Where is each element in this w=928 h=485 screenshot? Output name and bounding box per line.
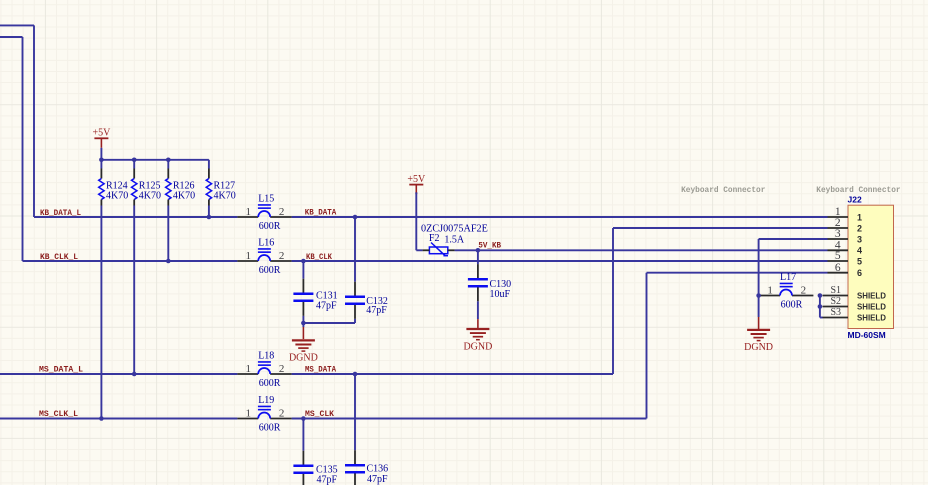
svg-text:1: 1 bbox=[246, 363, 252, 375]
svg-text:SHIELD: SHIELD bbox=[857, 303, 886, 312]
svg-text:5: 5 bbox=[857, 256, 862, 266]
svg-text:4K70: 4K70 bbox=[173, 190, 195, 201]
svg-text:1: 1 bbox=[835, 206, 841, 218]
svg-text:5V_KB: 5V_KB bbox=[478, 241, 501, 251]
svg-text:MS_CLK: MS_CLK bbox=[305, 409, 335, 419]
svg-text:2: 2 bbox=[279, 363, 285, 375]
svg-text:4: 4 bbox=[835, 240, 841, 252]
svg-text:L16: L16 bbox=[258, 238, 274, 249]
svg-text:2: 2 bbox=[857, 223, 862, 233]
svg-text:S1: S1 bbox=[831, 285, 842, 296]
svg-text:2: 2 bbox=[835, 217, 841, 229]
svg-text:S2: S2 bbox=[831, 296, 842, 307]
svg-text:R124: R124 bbox=[106, 181, 128, 192]
svg-text:47pF: 47pF bbox=[317, 475, 338, 485]
svg-text:600R: 600R bbox=[259, 265, 281, 276]
svg-text:SHIELD: SHIELD bbox=[857, 314, 886, 323]
svg-text:KB_CLK: KB_CLK bbox=[306, 252, 333, 262]
svg-text:C132: C132 bbox=[366, 296, 388, 307]
svg-text:4K70: 4K70 bbox=[106, 190, 128, 201]
svg-text:MS_DATA: MS_DATA bbox=[305, 364, 337, 374]
svg-text:R126: R126 bbox=[173, 181, 195, 192]
svg-text:C136: C136 bbox=[367, 463, 389, 474]
svg-text:2: 2 bbox=[279, 407, 285, 419]
svg-text:1: 1 bbox=[767, 284, 773, 296]
svg-text:L17: L17 bbox=[780, 272, 796, 283]
svg-text:10uF: 10uF bbox=[490, 289, 511, 300]
svg-text:MD-60SM: MD-60SM bbox=[848, 330, 886, 340]
svg-text:L19: L19 bbox=[258, 395, 274, 406]
svg-text:4K70: 4K70 bbox=[139, 190, 161, 201]
svg-text:MS_CLK_L: MS_CLK_L bbox=[39, 409, 78, 419]
svg-text:600R: 600R bbox=[259, 221, 281, 232]
svg-text:6: 6 bbox=[857, 268, 862, 278]
svg-text:4K70: 4K70 bbox=[214, 190, 236, 201]
svg-text:S3: S3 bbox=[831, 307, 842, 318]
svg-text:1: 1 bbox=[246, 407, 252, 419]
svg-text:C130: C130 bbox=[490, 279, 512, 290]
svg-text:KB_DATA_L: KB_DATA_L bbox=[40, 208, 81, 218]
svg-text:2: 2 bbox=[801, 284, 807, 296]
svg-text:MS_DATA_L: MS_DATA_L bbox=[39, 364, 83, 374]
svg-text:5: 5 bbox=[835, 250, 841, 262]
svg-text:R127: R127 bbox=[214, 181, 236, 192]
svg-text:600R: 600R bbox=[781, 300, 803, 311]
svg-text:Keyboard Connector: Keyboard Connector bbox=[681, 186, 765, 195]
svg-text:1: 1 bbox=[857, 212, 862, 222]
svg-text:47pF: 47pF bbox=[316, 301, 337, 312]
svg-text:3: 3 bbox=[857, 234, 862, 244]
svg-text:C131: C131 bbox=[316, 290, 338, 301]
svg-text:DGND: DGND bbox=[744, 342, 773, 353]
svg-text:600R: 600R bbox=[259, 423, 281, 434]
svg-text:L15: L15 bbox=[258, 194, 274, 205]
svg-text:L18: L18 bbox=[258, 351, 274, 362]
svg-text:2: 2 bbox=[279, 206, 285, 218]
svg-text:2: 2 bbox=[279, 250, 285, 262]
svg-text:6: 6 bbox=[835, 262, 841, 274]
svg-text:4: 4 bbox=[857, 246, 862, 256]
svg-text:+5V: +5V bbox=[407, 174, 426, 185]
svg-text:Keyboard Connector: Keyboard Connector bbox=[816, 186, 900, 195]
svg-text:47pF: 47pF bbox=[367, 474, 388, 485]
svg-text:F2: F2 bbox=[429, 233, 440, 244]
svg-text:DGND: DGND bbox=[289, 353, 318, 364]
svg-text:3: 3 bbox=[835, 228, 841, 240]
svg-text:KB_DATA: KB_DATA bbox=[305, 208, 337, 218]
svg-text:1: 1 bbox=[246, 250, 252, 262]
svg-text:C135: C135 bbox=[316, 465, 338, 476]
svg-text:SHIELD: SHIELD bbox=[857, 292, 886, 301]
svg-text:R125: R125 bbox=[139, 181, 161, 192]
svg-text:600R: 600R bbox=[259, 378, 281, 389]
svg-text:47pF: 47pF bbox=[366, 305, 387, 316]
svg-text:J22: J22 bbox=[848, 195, 862, 205]
svg-text:1.5A: 1.5A bbox=[444, 234, 465, 245]
svg-text:+5V: +5V bbox=[92, 128, 111, 139]
svg-text:0ZCJ0075AF2E: 0ZCJ0075AF2E bbox=[421, 223, 488, 234]
svg-text:1: 1 bbox=[246, 206, 252, 218]
svg-text:KB_CLK_L: KB_CLK_L bbox=[40, 252, 78, 262]
svg-text:DGND: DGND bbox=[463, 341, 492, 352]
